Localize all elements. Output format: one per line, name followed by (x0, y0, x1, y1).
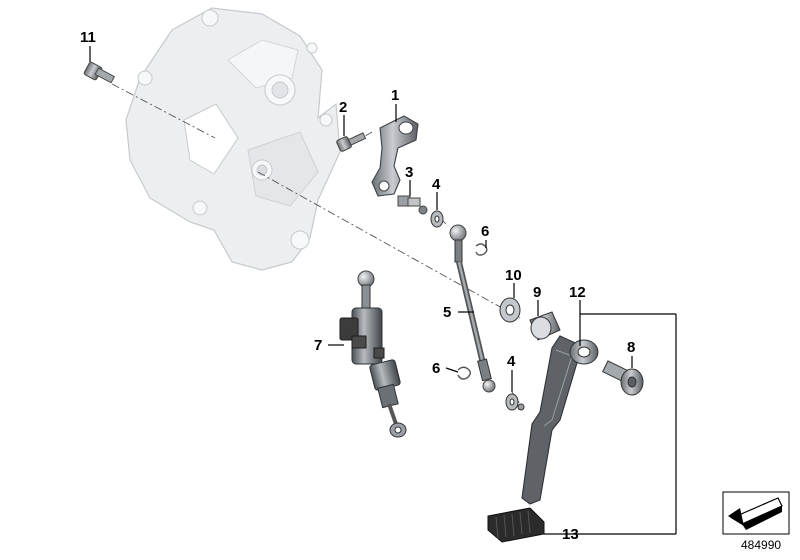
bushing-part-9 (529, 311, 561, 341)
callout-11: 11 (80, 29, 96, 46)
callout-1: 1 (391, 87, 399, 104)
leader-lines (89, 46, 677, 535)
callout-5: 5 (443, 304, 451, 321)
footrest-housing (125, 7, 341, 271)
callout-9: 9 (533, 284, 541, 301)
shoulder-bolt-part-8 (602, 360, 644, 396)
shift-bracket-part-1 (371, 115, 419, 197)
washer-part-4-lower (505, 393, 525, 411)
shift-lever-part-12 (521, 335, 599, 505)
callout-4-lower: 4 (507, 353, 516, 370)
shift-pedal-rubber-part-13 (487, 507, 545, 543)
callout-2: 2 (339, 99, 347, 116)
diagram-reference-number: 484990 (741, 538, 782, 552)
callout-6-upper: 6 (481, 223, 489, 240)
bolt-part-2 (336, 132, 367, 152)
washer-part-4-upper (430, 210, 444, 228)
actuator-part-7 (339, 270, 407, 438)
callout-6-lower: 6 (432, 360, 440, 377)
clip-part-6-upper (475, 243, 488, 256)
callout-3: 3 (405, 164, 413, 181)
callout-8: 8 (627, 339, 635, 356)
callout-13: 13 (562, 526, 579, 543)
orientation-arrow-icon (722, 491, 790, 535)
callout-10: 10 (505, 267, 522, 284)
callout-12: 12 (569, 284, 586, 301)
bolt-part-11 (83, 61, 116, 84)
callout-4-upper: 4 (432, 176, 441, 193)
shift-rod-part-5 (449, 224, 496, 393)
washer-part-10 (499, 297, 521, 323)
callouts: 11 1 2 3 4 6 10 9 12 5 8 7 6 4 13 (80, 29, 635, 543)
pin-part-3 (397, 195, 428, 215)
clip-part-6-lower (457, 366, 471, 380)
callout-7: 7 (314, 337, 322, 354)
